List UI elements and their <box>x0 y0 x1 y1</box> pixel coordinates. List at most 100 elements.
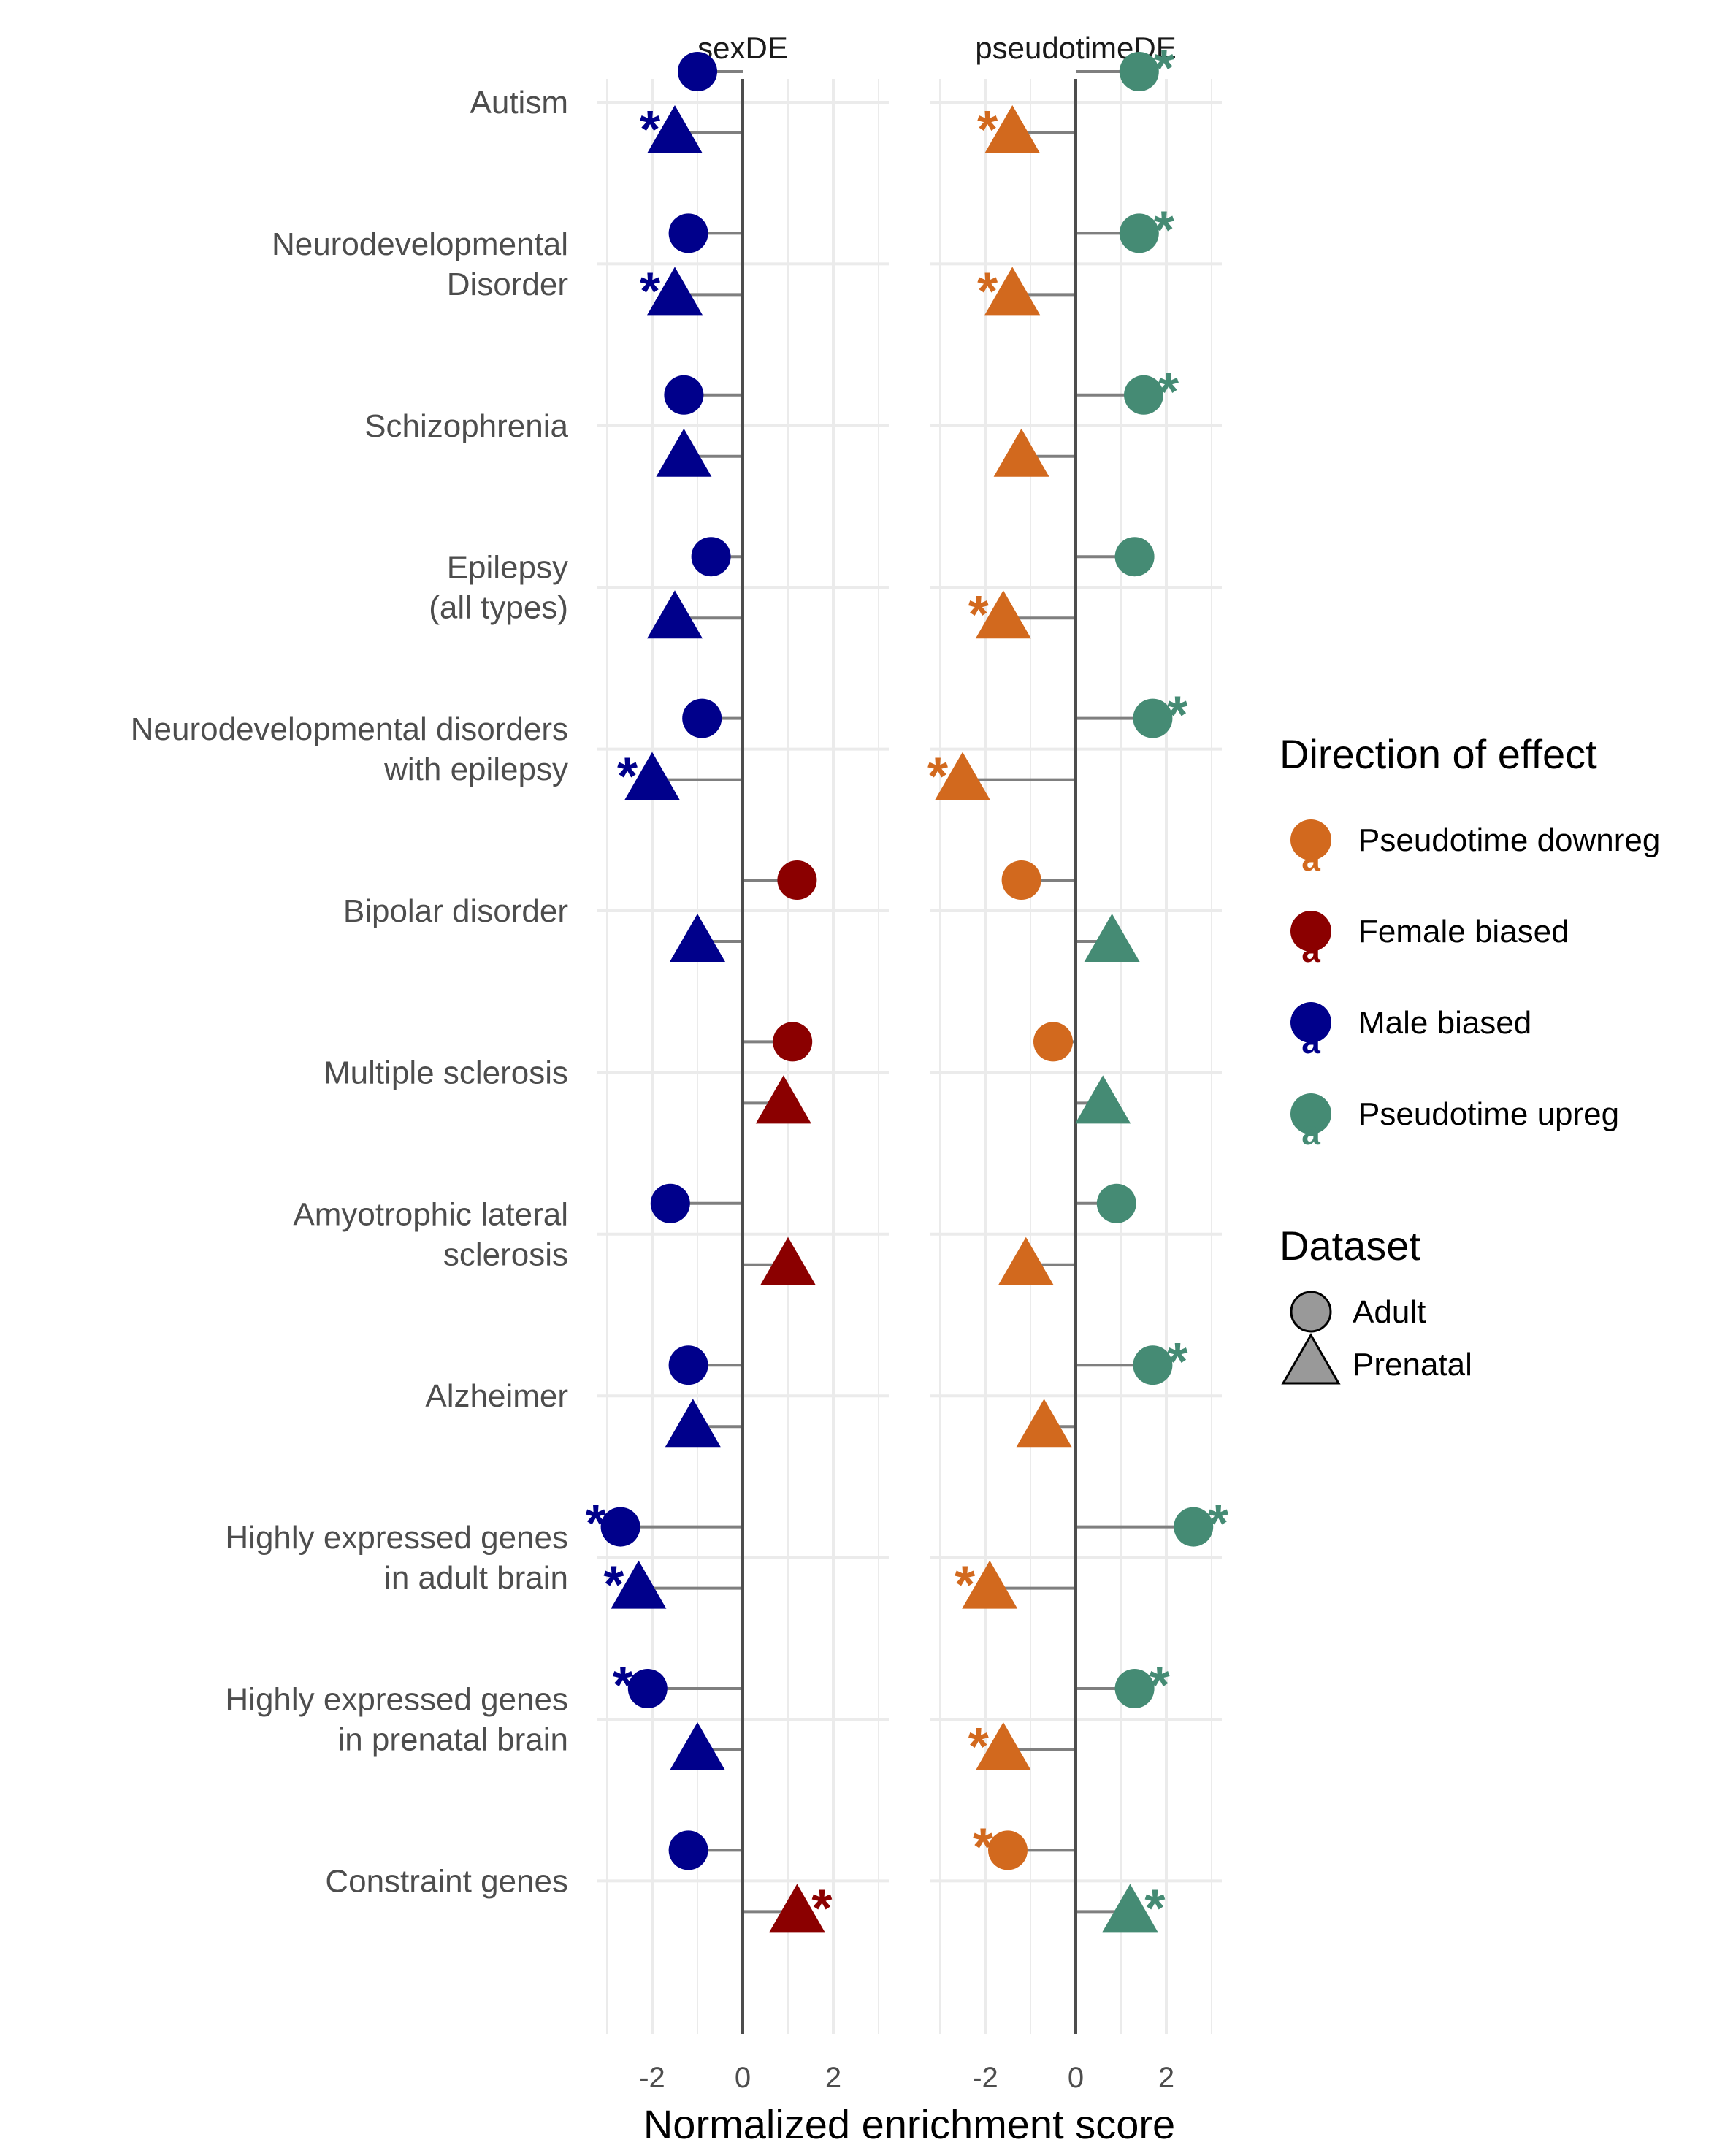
point-adult <box>627 1669 668 1708</box>
category-label: Multiple sclerosis <box>324 1055 568 1090</box>
legend-key-circle <box>1290 911 1331 952</box>
point-adult <box>678 52 717 91</box>
category-label-line: sclerosis <box>443 1236 568 1272</box>
legend-key-circle <box>1290 819 1331 860</box>
category-label-line: with epilepsy <box>383 752 568 787</box>
legend-key-glyph: a <box>1301 840 1320 878</box>
category-label-line: Alzheimer <box>425 1378 568 1414</box>
point-prenatal <box>1075 1075 1131 1124</box>
category-label: Schizophrenia <box>364 408 568 444</box>
point-prenatal <box>755 1075 811 1124</box>
significance-star: * <box>955 1556 975 1615</box>
point-adult <box>668 1345 708 1385</box>
point-prenatal <box>670 914 725 962</box>
significance-star: * <box>1208 1495 1228 1553</box>
point-adult <box>1114 537 1155 577</box>
point-prenatal <box>647 590 703 639</box>
point-prenatal <box>935 752 990 800</box>
category-label-line: Disorder <box>447 267 568 302</box>
point-prenatal <box>647 105 703 153</box>
point-adult <box>1033 1022 1073 1062</box>
category-label: Alzheimer <box>425 1378 568 1414</box>
point-adult <box>1119 213 1159 253</box>
significance-star: * <box>603 1556 624 1615</box>
point-prenatal <box>975 590 1031 639</box>
significance-star: * <box>968 1718 989 1776</box>
point-prenatal <box>647 267 703 316</box>
point-adult <box>1096 1183 1136 1223</box>
point-adult <box>988 1830 1028 1870</box>
x-tick-label: 0 <box>735 2062 751 2094</box>
category-label-line: Autism <box>470 85 568 121</box>
legend-key-glyph: a <box>1301 1022 1320 1060</box>
legend-label-direction: Female biased <box>1358 914 1569 949</box>
category-label-line: Highly expressed genes <box>225 1520 568 1556</box>
significance-star: * <box>927 748 948 806</box>
category-label-line: Bipolar disorder <box>343 893 568 929</box>
point-adult <box>1114 1669 1155 1708</box>
legend-key-glyph: a <box>1301 931 1320 969</box>
point-adult <box>1133 698 1173 738</box>
significance-star: * <box>1167 1333 1187 1391</box>
significance-star: * <box>973 1818 993 1876</box>
category-label: Autism <box>470 85 568 121</box>
point-adult <box>773 1022 813 1062</box>
significance-star: * <box>977 262 998 321</box>
point-prenatal <box>1084 914 1140 962</box>
point-adult <box>668 1830 708 1870</box>
significance-star: * <box>1144 1879 1165 1938</box>
significance-star: * <box>1154 201 1174 259</box>
significance-star: * <box>1150 1656 1170 1715</box>
data-points: ********************** <box>586 39 1229 1938</box>
x-tick-label: 2 <box>1158 2062 1174 2094</box>
point-adult <box>1124 375 1163 415</box>
point-adult <box>1001 860 1041 900</box>
legend-label-direction: Pseudotime upreg <box>1358 1096 1619 1132</box>
legend-key-circle <box>1290 1093 1331 1134</box>
legend-label-direction: Pseudotime downreg <box>1358 822 1660 858</box>
legend-key-glyph: a <box>1301 1114 1320 1152</box>
point-prenatal <box>624 752 680 800</box>
category-label-line: Epilepsy <box>447 550 568 586</box>
x-tick-label: -2 <box>639 2062 665 2094</box>
legend-title-direction: Direction of effect <box>1280 731 1597 777</box>
category-label: Bipolar disorder <box>343 893 568 929</box>
significance-star: * <box>977 101 998 159</box>
point-adult <box>600 1507 640 1547</box>
point-prenatal <box>975 1722 1031 1770</box>
legend-key-adult <box>1290 1291 1332 1333</box>
point-prenatal <box>1016 1399 1072 1448</box>
significance-star: * <box>1167 687 1187 745</box>
significance-star: * <box>968 586 989 644</box>
category-label-line: (all types) <box>429 590 568 626</box>
point-prenatal <box>993 428 1049 477</box>
category-label-line: Constraint genes <box>325 1863 568 1899</box>
point-adult <box>1119 52 1159 91</box>
significance-star: * <box>640 101 660 159</box>
category-label-line: Multiple sclerosis <box>324 1055 568 1090</box>
point-adult <box>1133 1345 1173 1385</box>
point-prenatal <box>984 105 1041 153</box>
point-prenatal <box>656 428 712 477</box>
point-prenatal <box>611 1560 667 1609</box>
point-adult <box>691 537 731 577</box>
point-adult <box>682 698 722 738</box>
point-prenatal <box>1102 1884 1158 1933</box>
point-adult <box>1174 1507 1214 1547</box>
x-tick-label: 0 <box>1068 2062 1084 2094</box>
point-prenatal <box>670 1722 725 1770</box>
significance-star: * <box>1158 363 1179 421</box>
lollipop-segments <box>620 70 1194 1914</box>
x-tick-label: -2 <box>972 2062 998 2094</box>
point-prenatal <box>769 1884 825 1933</box>
point-adult <box>668 213 708 253</box>
